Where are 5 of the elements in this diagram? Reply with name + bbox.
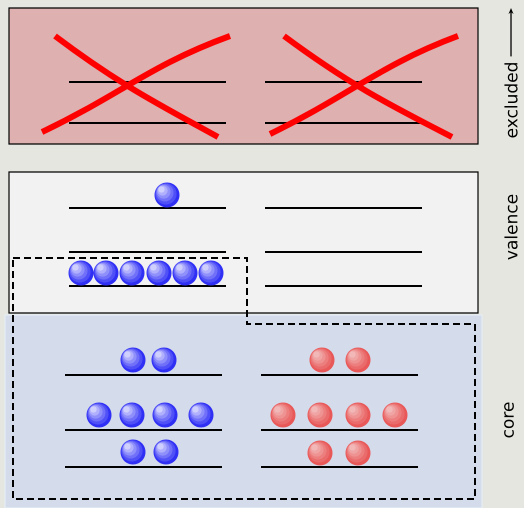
band-box: [8, 171, 479, 314]
band-label: valence: [504, 194, 518, 260]
band-label: excluded: [504, 63, 518, 138]
band-box: [8, 7, 479, 145]
band-label: core: [504, 402, 514, 438]
